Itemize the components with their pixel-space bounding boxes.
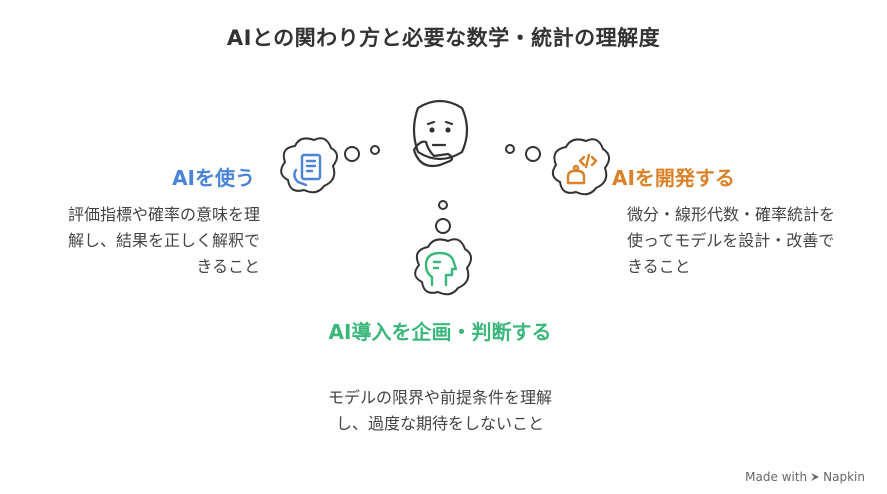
napkin-credit[interactable]: Made with Napkin (745, 470, 865, 484)
page-title: AIとの関わり方と必要な数学・統計の理解度 (226, 26, 661, 50)
use-ai-heading: AIを使う (172, 166, 255, 190)
plan-ai-description: モデルの限界や前提条件を理解し、過度な期待をしないこと (327, 388, 552, 433)
use-ai-description: 評価指標や確率の意味を理解し、結果を正しく解釈できること (67, 205, 260, 276)
develop-ai-heading: AIを開発する (612, 166, 735, 190)
credit-brand: Napkin (823, 470, 865, 484)
napkin-logo-icon (811, 473, 820, 481)
develop-ai-description: 微分・線形代数・確率統計を使ってモデルを設計・改善できること (627, 205, 836, 276)
plan-ai-heading: AI導入を企画・判断する (328, 320, 552, 344)
credit-text: Made with (745, 470, 808, 484)
